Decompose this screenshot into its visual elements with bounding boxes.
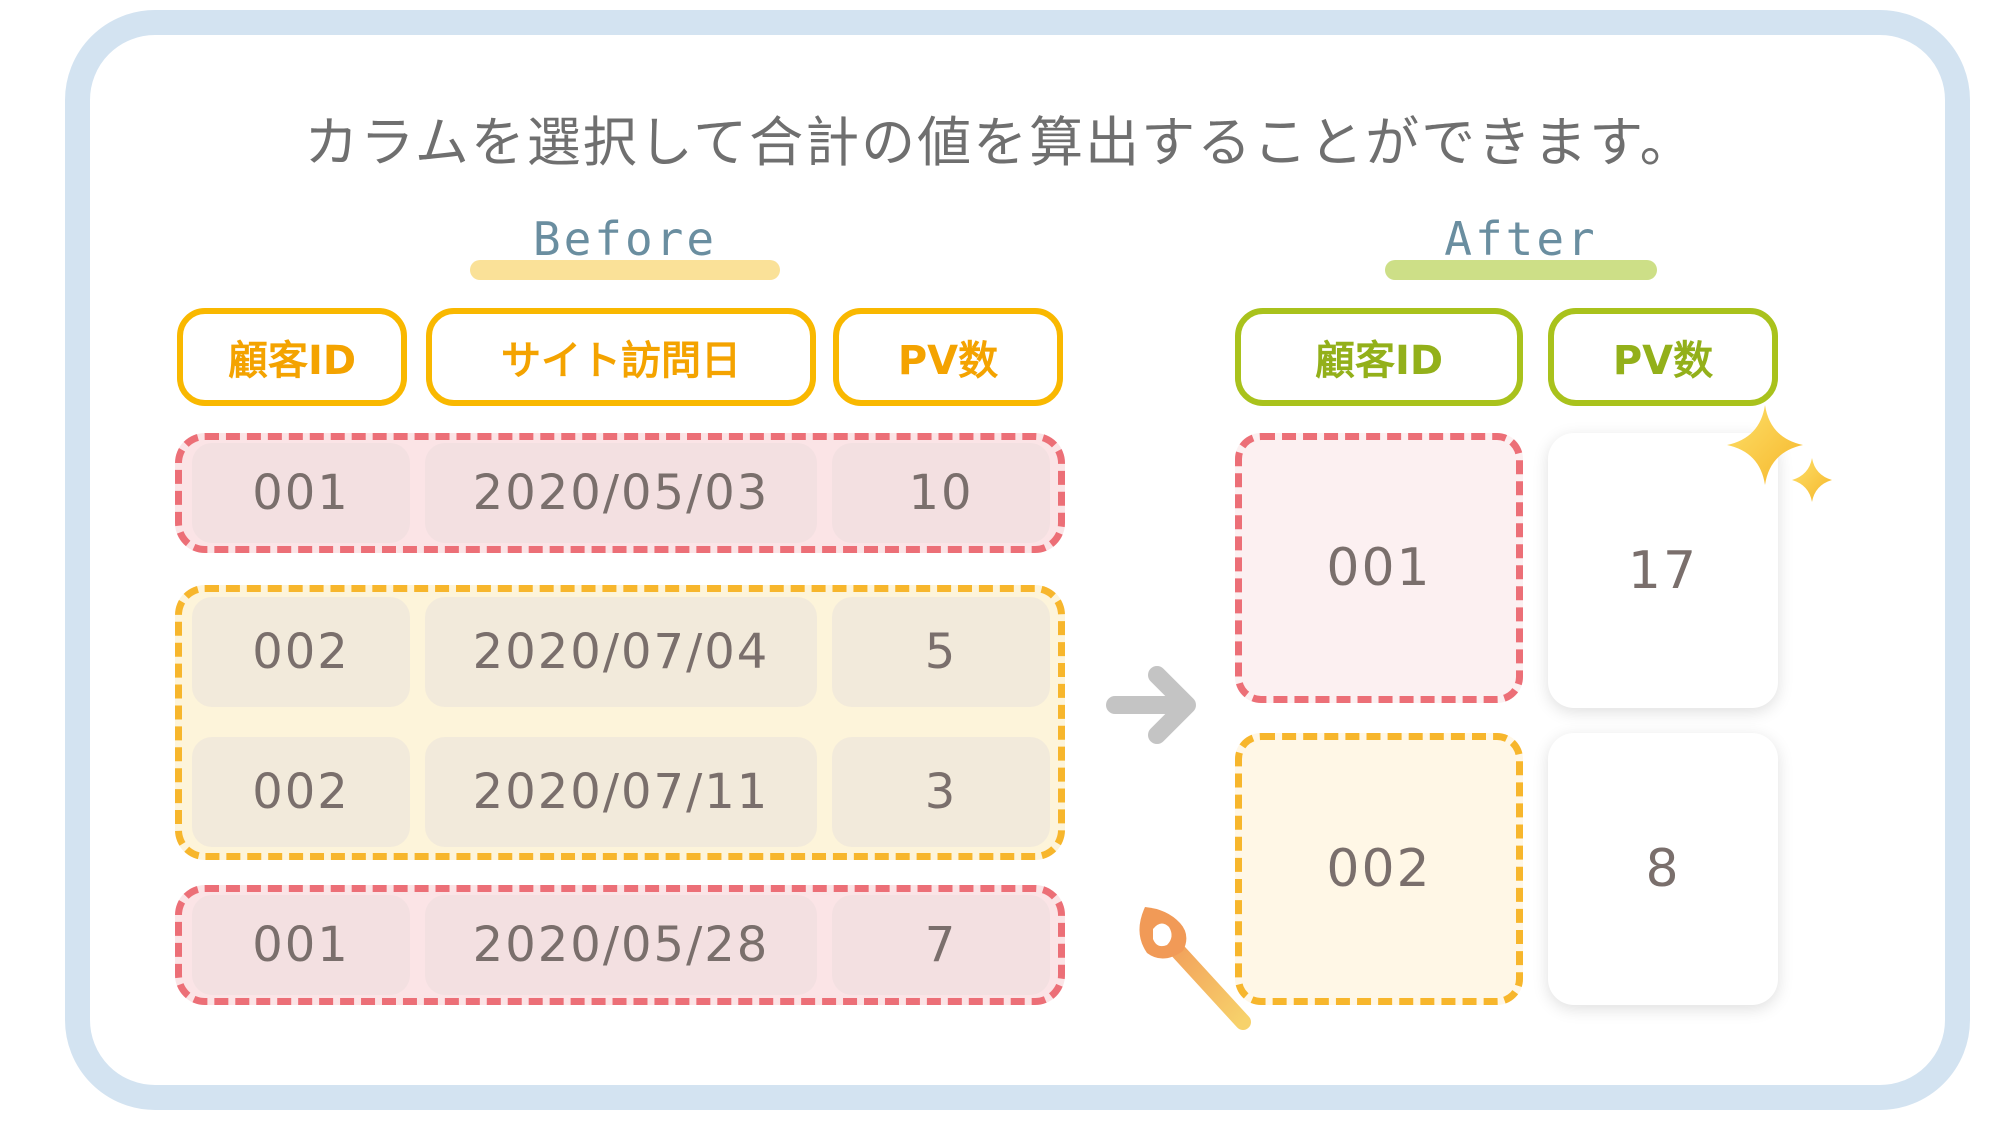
after-cell-pv-total: 8 xyxy=(1548,733,1778,1005)
before-cell-pv: 5 xyxy=(832,597,1050,707)
after-cell-id: 001 xyxy=(1235,433,1523,703)
after-cell-pv-total: 17 xyxy=(1548,433,1778,708)
after-title: After xyxy=(1444,212,1598,266)
before-cell-pv: 7 xyxy=(832,895,1050,995)
before-cell-date: 2020/05/03 xyxy=(425,443,817,543)
before-header-customer-id: 顧客ID xyxy=(177,308,407,406)
before-title-underline xyxy=(470,260,780,280)
paint-brush-icon xyxy=(1139,907,1251,1030)
after-title-underline xyxy=(1385,260,1657,280)
before-cell-pv: 10 xyxy=(832,443,1050,543)
before-title: Before xyxy=(532,212,718,266)
before-cell-pv: 3 xyxy=(832,737,1050,847)
headline: カラムを選択して合計の値を算出することができます。 xyxy=(304,111,1696,174)
before-cell-id: 001 xyxy=(192,895,410,995)
before-cell-date: 2020/07/11 xyxy=(425,737,817,847)
after-header-customer-id: 顧客ID xyxy=(1235,308,1523,406)
before-cell-date: 2020/05/28 xyxy=(425,895,817,995)
before-cell-id: 002 xyxy=(192,737,410,847)
arrow-right-icon xyxy=(1106,666,1196,744)
sparkle-icon xyxy=(1727,405,1832,502)
after-header-pv: PV数 xyxy=(1548,308,1778,406)
after-cell-id: 002 xyxy=(1235,733,1523,1005)
before-header-visit-date: サイト訪問日 xyxy=(426,308,816,406)
before-cell-id: 001 xyxy=(192,443,410,543)
before-cell-date: 2020/07/04 xyxy=(425,597,817,707)
before-cell-id: 002 xyxy=(192,597,410,707)
before-header-pv: PV数 xyxy=(833,308,1063,406)
